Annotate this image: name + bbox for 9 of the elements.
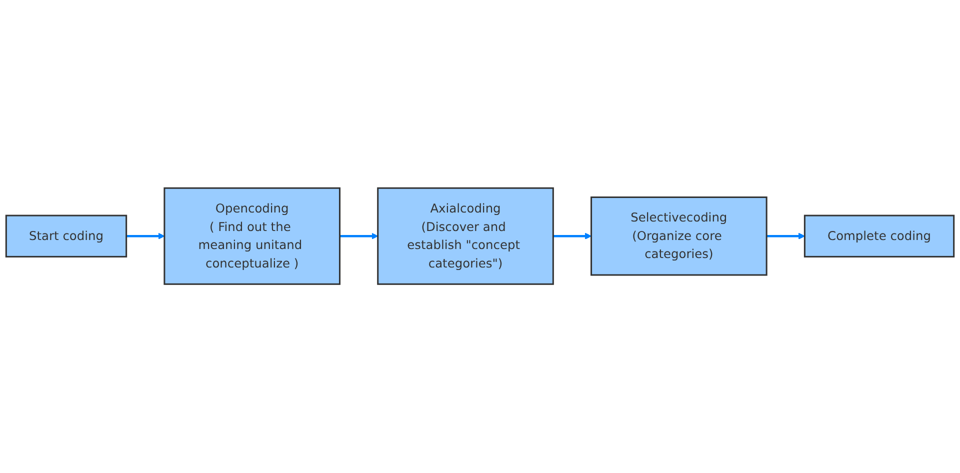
- node-box: Complete coding: [804, 215, 955, 258]
- arrow: [553, 233, 592, 240]
- arrow: [126, 233, 165, 240]
- arrow: [766, 233, 805, 240]
- node-box: Start coding: [5, 215, 128, 258]
- node-box: Axialcoding (Discover and establish "concept categories"): [377, 188, 554, 286]
- node-box: Opencoding ( Find out the meaning unitand conceptualize ): [164, 188, 340, 286]
- node-box: Selectivecoding (Organize core categories): [590, 196, 768, 276]
- arrow: [340, 233, 378, 240]
